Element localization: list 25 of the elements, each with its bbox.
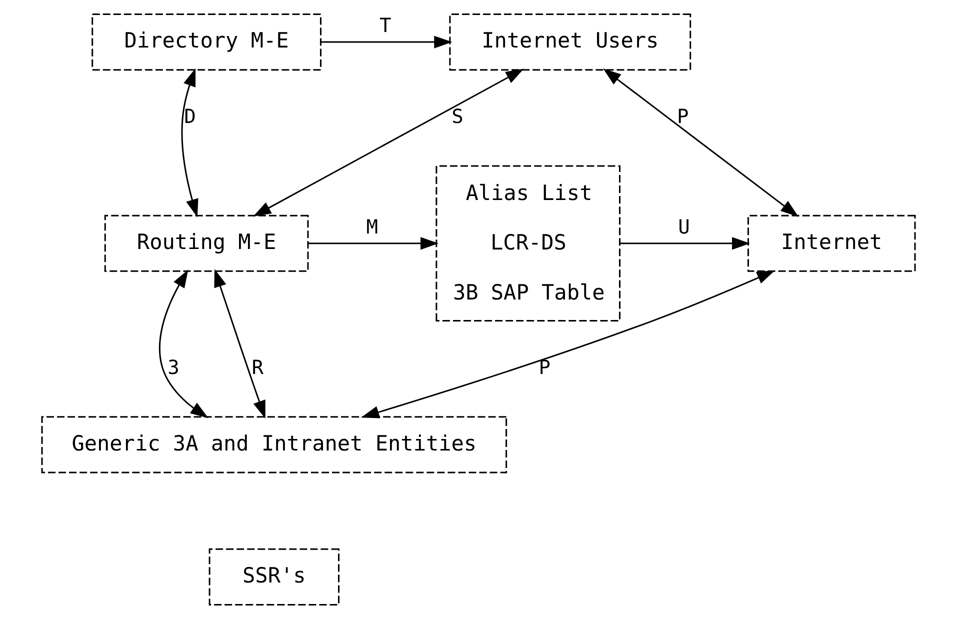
arrow — [603, 68, 799, 217]
node-box: Routing M-E — [104, 214, 309, 272]
edge-label: T — [379, 14, 392, 38]
edge-label: P — [676, 105, 689, 128]
arrow — [308, 237, 439, 250]
arrow — [620, 237, 750, 250]
arrow — [253, 68, 524, 217]
edge-label: D — [184, 105, 196, 128]
node-box: Internet Users — [449, 14, 692, 71]
arrow — [361, 270, 776, 418]
arrow — [158, 270, 208, 418]
arrow — [321, 36, 452, 48]
edge-label: 3 — [168, 356, 180, 379]
node-box: Directory M-E — [92, 14, 322, 71]
edge-label: S — [452, 105, 464, 128]
arrow — [214, 269, 266, 419]
edge-label: U — [678, 215, 690, 238]
edge-label: R — [252, 356, 264, 379]
node-box: Generic 3A and Intranet Entities — [41, 416, 508, 474]
node-box: Internet — [747, 214, 916, 272]
arrow — [181, 68, 198, 218]
node-box: SSR's — [208, 548, 340, 606]
node-box: Alias List LCR-DS 3B SAP Table — [436, 165, 620, 322]
edge-label: M — [366, 215, 378, 238]
edge-label: P — [538, 356, 550, 379]
